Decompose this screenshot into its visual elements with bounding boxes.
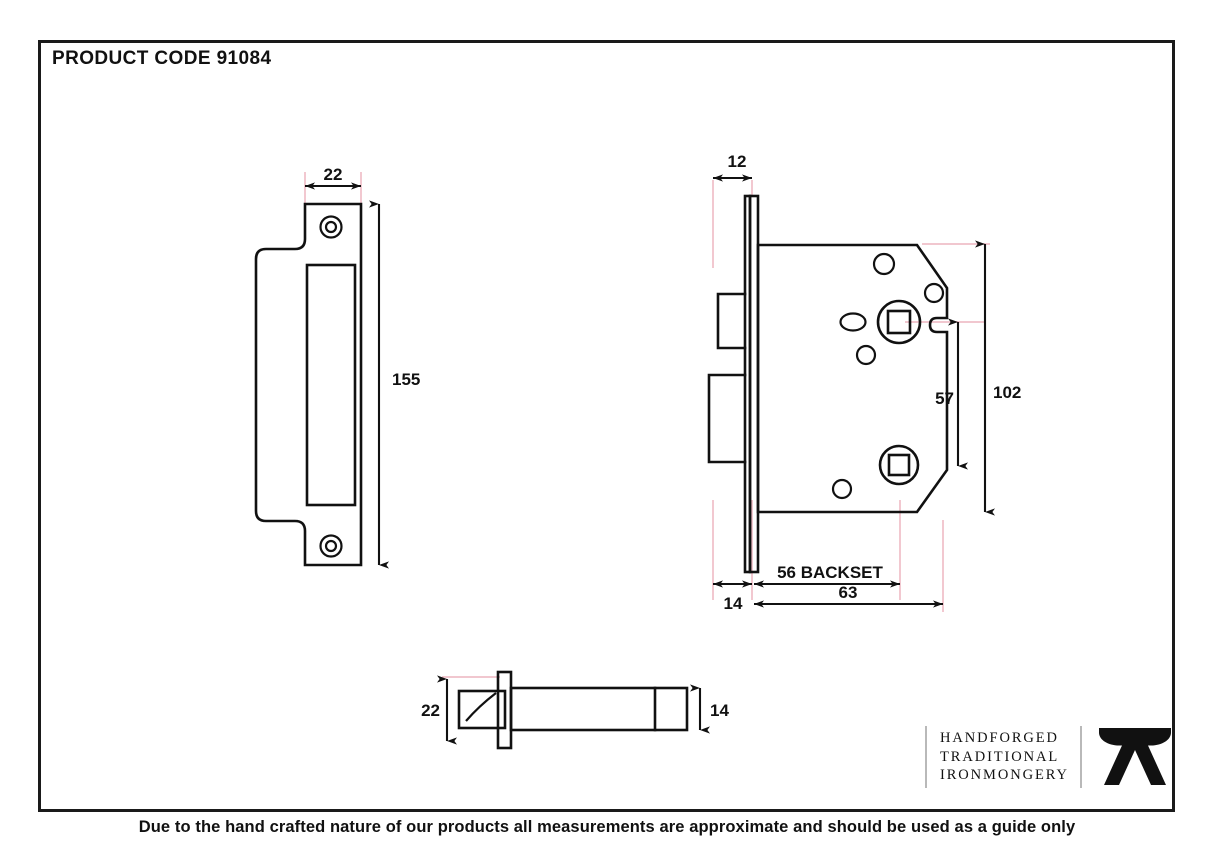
logo-line-1: HANDFORGED	[940, 730, 1059, 747]
logo-line-2: TRADITIONAL	[940, 748, 1060, 765]
logo-divider-right	[1079, 726, 1082, 788]
logo-divider-left	[925, 726, 927, 788]
product-code-label: PRODUCT CODE 91084	[52, 48, 272, 69]
drawing-frame	[38, 40, 1175, 812]
disclaimer-text: Due to the hand crafted nature of our pr…	[138, 818, 1076, 836]
logo-wordmark: HANDFORGED TRADITIONAL IRONMONGERY	[927, 729, 1080, 785]
logo-line-3: IRONMONGERY	[940, 767, 1069, 784]
anvil-a-icon	[1098, 728, 1171, 785]
brand-logo: HANDFORGED TRADITIONAL IRONMONGERY	[925, 718, 1171, 796]
